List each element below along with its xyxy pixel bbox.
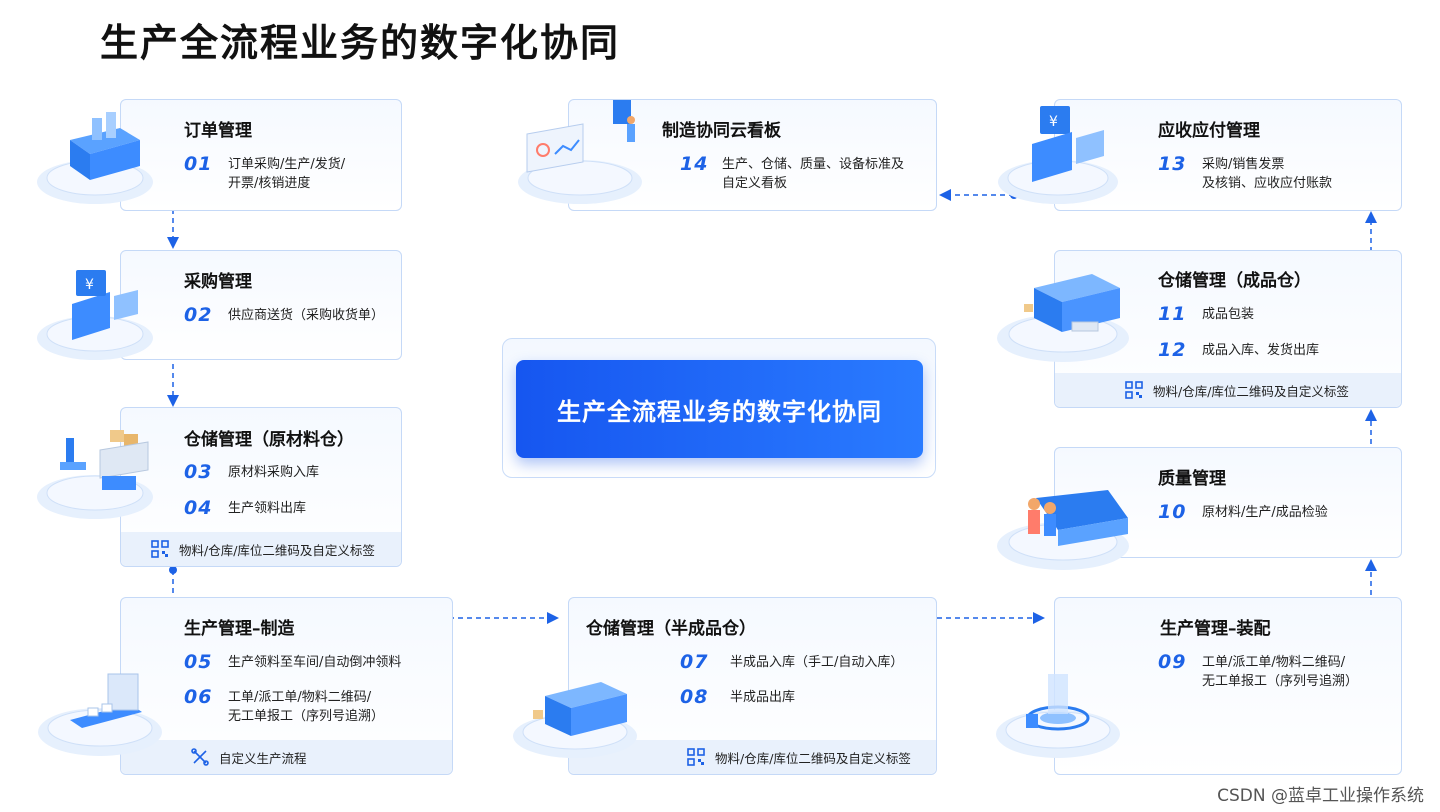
mfg-footer: 自定义生产流程: [121, 740, 452, 774]
step-text: 原材料采购入库: [228, 463, 319, 482]
step-04: 04 生产领料出库: [184, 499, 306, 518]
step-14: 14 生产、仓储、质量、设备标准及 自定义看板: [680, 155, 904, 193]
step-number: 07: [680, 653, 730, 671]
dashboard-illustration-icon: [505, 94, 655, 209]
raw-wh-footer: 物料/仓库/库位二维码及自定义标签: [121, 532, 401, 566]
watermark: CSDN @蓝卓工业操作系统: [1217, 781, 1424, 806]
step-text: 生产领料出库: [228, 499, 306, 518]
order-title: 订单管理: [184, 116, 252, 141]
step-number: 13: [1158, 155, 1202, 173]
center-label: 生产全流程业务的数字化协同: [516, 360, 923, 458]
assembly-illustration-icon: [988, 652, 1128, 764]
step-text: 生产、仓储、质量、设备标准及 自定义看板: [722, 155, 904, 193]
step-09: 09 工单/派工单/物料二维码/ 无工单报工（序列号追溯）: [1158, 653, 1358, 691]
assembly-title: 生产管理–装配: [1160, 614, 1271, 639]
step-text: 成品包装: [1202, 305, 1254, 324]
step-number: 01: [184, 155, 228, 173]
footer-text: 物料/仓库/库位二维码及自定义标签: [179, 540, 375, 559]
quality-illustration-icon: [988, 468, 1138, 576]
purchase-title: 采购管理: [184, 267, 252, 292]
step-number: 11: [1158, 305, 1202, 323]
footer-text: 自定义生产流程: [219, 748, 307, 767]
footer-text: 物料/仓库/库位二维码及自定义标签: [1153, 381, 1349, 400]
purchase-illustration-icon: ¥: [30, 256, 160, 366]
step-02: 02 供应商送货（采购收货单）: [184, 306, 384, 325]
step-number: 05: [184, 653, 228, 671]
step-12: 12 成品入库、发货出库: [1158, 341, 1319, 360]
finished-warehouse-illustration-icon: [988, 258, 1138, 370]
step-text: 半成品入库（手工/自动入库）: [730, 653, 903, 672]
step-text: 工单/派工单/物料二维码/ 无工单报工（序列号追溯）: [1202, 653, 1358, 691]
step-text: 生产领料至车间/自动倒冲领料: [228, 653, 401, 672]
step-number: 02: [184, 306, 228, 324]
dashboard-title: 制造协同云看板: [662, 116, 781, 141]
semi-warehouse-illustration-icon: [505, 660, 645, 765]
step-13: 13 采购/销售发票 及核销、应收应付账款: [1158, 155, 1332, 193]
step-01: 01 订单采购/生产/发货/ 开票/核销进度: [184, 155, 345, 193]
step-number: 12: [1158, 341, 1202, 359]
order-illustration-icon: [30, 100, 160, 210]
manufacturing-illustration-icon: [30, 650, 170, 765]
step-text: 订单采购/生产/发货/ 开票/核销进度: [228, 155, 345, 193]
step-number: 03: [184, 463, 228, 481]
step-03: 03 原材料采购入库: [184, 463, 319, 482]
card-purchase-management: [120, 250, 402, 360]
svg-text:¥: ¥: [85, 277, 94, 293]
qr-code-icon: [687, 748, 705, 766]
step-07: 07 半成品入库（手工/自动入库）: [680, 653, 903, 672]
step-11: 11 成品包装: [1158, 305, 1254, 324]
step-number: 10: [1158, 503, 1202, 521]
step-text: 原材料/生产/成品检验: [1202, 503, 1328, 522]
step-05: 05 生产领料至车间/自动倒冲领料: [184, 653, 401, 672]
mfg-title: 生产管理–制造: [184, 614, 295, 639]
ar-ap-illustration-icon: ¥: [988, 100, 1128, 210]
step-number: 06: [184, 688, 228, 706]
ar-ap-title: 应收应付管理: [1158, 116, 1260, 141]
fg-wh-title: 仓储管理（成品仓）: [1158, 266, 1311, 291]
step-number: 04: [184, 499, 228, 517]
step-text: 供应商送货（采购收货单）: [228, 306, 384, 325]
step-number: 08: [680, 688, 730, 706]
workflow-icon: [191, 748, 209, 766]
step-text: 成品入库、发货出库: [1202, 341, 1319, 360]
step-text: 半成品出库: [730, 688, 795, 707]
step-08: 08 半成品出库: [680, 688, 795, 707]
step-text: 工单/派工单/物料二维码/ 无工单报工（序列号追溯）: [228, 688, 384, 726]
step-number: 09: [1158, 653, 1202, 671]
step-number: 14: [680, 155, 722, 173]
step-10: 10 原材料/生产/成品检验: [1158, 503, 1328, 522]
raw-wh-title: 仓储管理（原材料仓）: [184, 425, 354, 450]
svg-text:¥: ¥: [1049, 114, 1058, 130]
semi-wh-title: 仓储管理（半成品仓）: [586, 614, 756, 639]
fg-wh-footer: 物料/仓库/库位二维码及自定义标签: [1055, 373, 1401, 407]
qr-code-icon: [1125, 381, 1143, 399]
qr-code-icon: [151, 540, 169, 558]
step-06: 06 工单/派工单/物料二维码/ 无工单报工（序列号追溯）: [184, 688, 384, 726]
step-text: 采购/销售发票 及核销、应收应付账款: [1202, 155, 1332, 193]
raw-warehouse-illustration-icon: [30, 412, 160, 527]
quality-title: 质量管理: [1158, 464, 1226, 489]
footer-text: 物料/仓库/库位二维码及自定义标签: [715, 748, 911, 767]
